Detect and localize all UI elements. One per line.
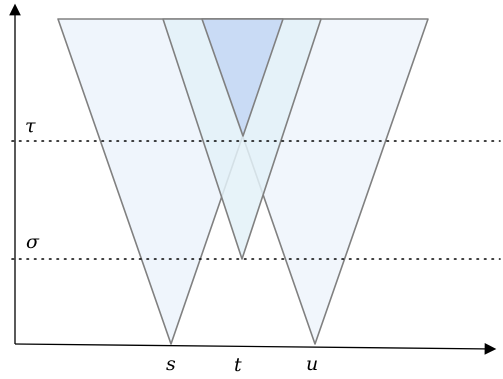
horizontal-axis [14, 343, 497, 355]
u-label: u [306, 353, 318, 375]
s-label: s [166, 353, 176, 375]
t-label: t [234, 354, 242, 376]
tau-label: τ [25, 115, 36, 137]
sigma-label: σ [26, 231, 40, 253]
cone-overlap-top [201, 18, 284, 137]
